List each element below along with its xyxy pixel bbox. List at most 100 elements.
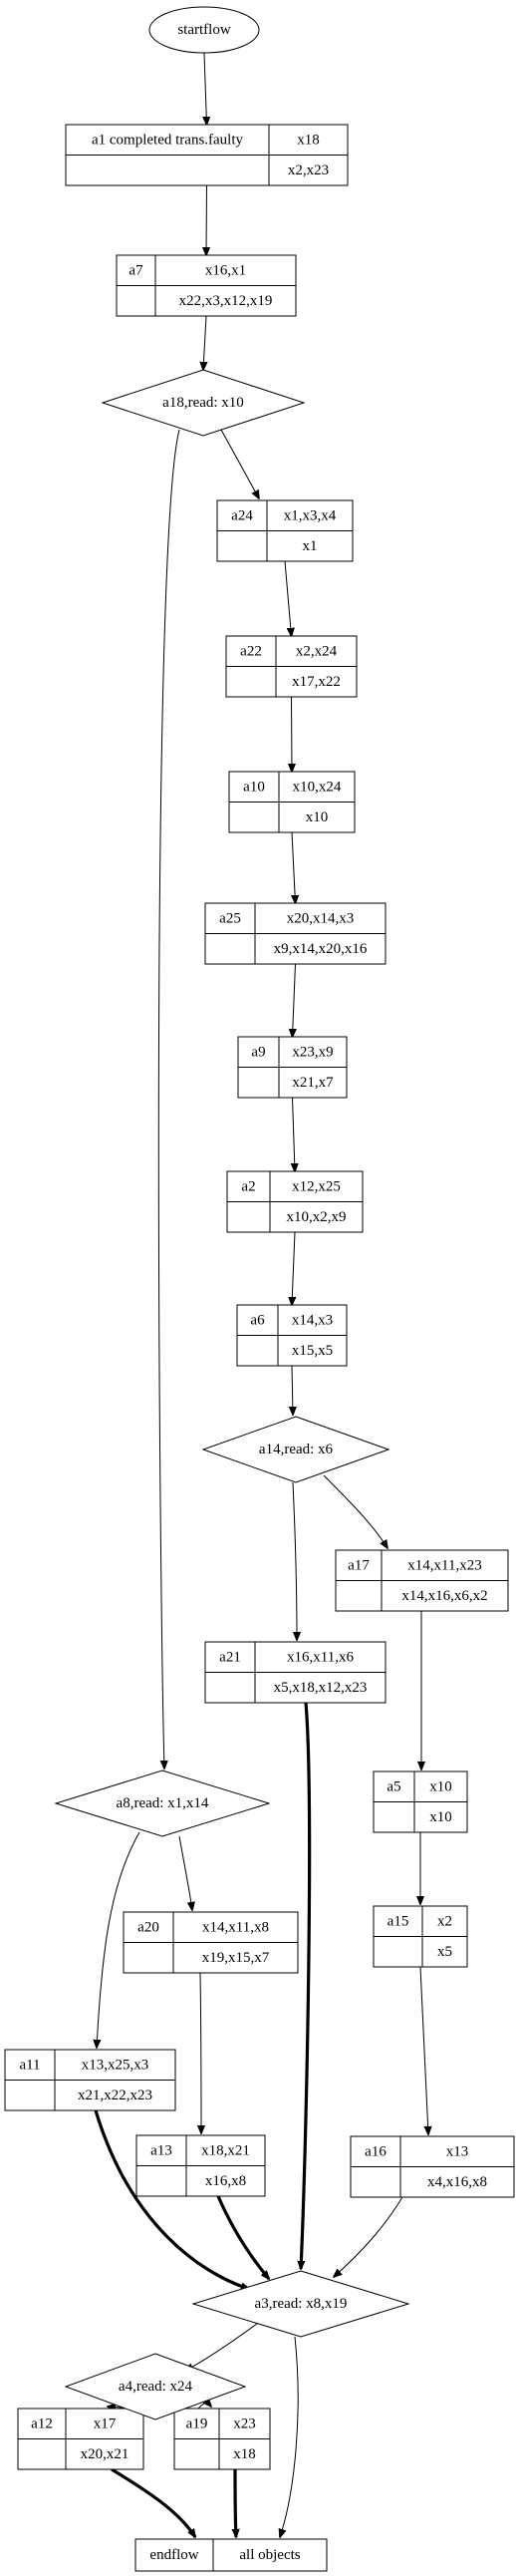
node-a7-bottom-value: x22,x3,x12,x19 <box>179 293 273 309</box>
node-a1: a1 completed trans.faulty x18 x2,x23 <box>65 124 349 186</box>
decision-a4: a4,read: x24 <box>64 2353 247 2420</box>
edge-a1-a7 <box>206 184 207 255</box>
edge-a8-a20 <box>178 1835 192 1910</box>
node-a15: a15 x2 x5 <box>373 1905 468 1968</box>
node-a2-top-value: x12,x25 <box>292 1178 341 1194</box>
edge-a21-a3 <box>301 1702 312 2269</box>
node-a22-name: a22 <box>240 643 262 659</box>
node-a11-bottom-value: x21,x22,x23 <box>78 2088 152 2103</box>
end-all-objects-label: all objects <box>239 2547 300 2563</box>
node-a12-name: a12 <box>31 2415 53 2431</box>
node-a6-top-value: x14,x3 <box>292 1312 333 1328</box>
node-a21-name: a21 <box>219 1649 241 1665</box>
node-a9-name: a9 <box>251 1044 265 1060</box>
node-a9-top-value: x23,x9 <box>292 1044 333 1060</box>
edge-a3-end <box>280 2336 299 2537</box>
decision-a14-diamond <box>201 1416 390 1483</box>
node-a6-name: a6 <box>250 1312 265 1328</box>
edge-a14-a21 <box>292 1481 297 1640</box>
node-a16-bottom-value: x4,x16,x8 <box>427 2174 487 2190</box>
decision-a4-label: a4,read: x24 <box>119 2379 193 2395</box>
edge-start-a1 <box>204 52 207 125</box>
edge-a9-a2 <box>293 1097 296 1171</box>
decision-a3: a3,read: x8,x19 <box>191 2270 410 2338</box>
node-a24-name: a24 <box>231 507 253 523</box>
decision-a3-label: a3,read: x8,x19 <box>255 2296 348 2312</box>
decision-a8-label: a8,read: x1,x14 <box>117 1795 209 1811</box>
node-a16-name: a16 <box>365 2143 387 2159</box>
node-a9: a9 x23,x9 x21,x7 <box>237 1036 348 1099</box>
edge-a14-a17 <box>323 1474 387 1548</box>
decision-a8: a8,read: x1,x14 <box>54 1770 271 1837</box>
node-a17-name: a17 <box>348 1557 370 1573</box>
decision-a8-diamond <box>54 1770 271 1837</box>
decision-a18: a18,read: x10 <box>101 369 306 437</box>
edge-a7-a18 <box>203 315 206 370</box>
node-a15-bottom-value: x5 <box>437 1944 452 1960</box>
node-a17-top-value: x14,x11,x23 <box>407 1557 481 1573</box>
node-a15-name: a15 <box>387 1913 409 1929</box>
node-a25-name: a25 <box>219 910 241 926</box>
node-a20-name: a20 <box>137 1919 159 1935</box>
node-a5-name: a5 <box>387 1778 400 1794</box>
node-a25: a25 x20,x14,x3 x9,x14,x20,x16 <box>204 902 387 965</box>
node-a19-top-value: x23 <box>233 2415 256 2431</box>
start-label: startflow <box>177 22 230 38</box>
edge-a15-a16 <box>419 1966 428 2134</box>
edge-a13-a3 <box>216 2195 269 2279</box>
end-box <box>134 2538 328 2572</box>
node-a1-top-value: x18 <box>297 132 320 148</box>
node-a2-name: a2 <box>241 1178 255 1194</box>
node-a1-name: a1 completed trans.faulty <box>92 132 244 148</box>
node-a10-top-value: x10,x24 <box>293 779 342 795</box>
node-a2-bottom-value: x10,x2,x9 <box>287 1209 347 1225</box>
node-a19-bottom-value: x18 <box>233 2446 256 2462</box>
edge-a24-a22 <box>284 560 292 636</box>
node-a13-name: a13 <box>150 2142 172 2158</box>
node-a11-name: a11 <box>19 2057 40 2073</box>
edge-a19-end <box>235 2468 236 2537</box>
node-a21-top-value: x16,x11,x6 <box>287 1649 354 1665</box>
edge-a16-a3 <box>334 2196 403 2277</box>
edge-a8-a11 <box>97 1831 140 2048</box>
node-a25-bottom-value: x9,x14,x20,x16 <box>274 941 368 957</box>
node-a19-name: a19 <box>186 2415 208 2431</box>
node-a15-top-value: x2 <box>437 1913 452 1929</box>
node-a7-name: a7 <box>129 262 143 278</box>
node-a2: a2 x12,x25 x10,x2,x9 <box>226 1170 364 1233</box>
node-a22-top-value: x2,x24 <box>296 643 338 659</box>
node-a16-top-value: x13 <box>446 2143 469 2159</box>
edge-a20-a13 <box>200 1972 201 2133</box>
node-a9-bottom-value: x21,x7 <box>292 1075 334 1091</box>
node-a20-bottom-value: x19,x15,x7 <box>202 1950 270 1966</box>
node-a24-top-value: x1,x3,x4 <box>284 507 337 523</box>
node-a25-top-value: x20,x14,x3 <box>287 910 355 926</box>
node-layer: startflow a1 completed trans.faulty x18 x2,… <box>4 6 515 2572</box>
decision-a18-label: a18,read: x10 <box>162 395 244 411</box>
node-a1-bottom-value: x2,x23 <box>288 162 329 178</box>
edge-a12-end <box>111 2467 197 2537</box>
node-a13-bottom-value: x16,x8 <box>205 2173 246 2189</box>
edge-a3-a4 <box>185 2320 262 2371</box>
node-a10-bottom-value: x10 <box>306 809 329 825</box>
edge-a18-a24 <box>220 429 259 498</box>
node-a13-top-value: x18,x21 <box>201 2142 250 2158</box>
edge-a2-a6 <box>292 1231 295 1305</box>
node-a19: a19 x23 x18 <box>173 2408 271 2470</box>
edge-a22-a10 <box>292 696 293 772</box>
edge-a11-a3 <box>94 2109 249 2291</box>
node-a12-bottom-value: x20,x21 <box>81 2446 129 2462</box>
decision-a14-label: a14,read: x6 <box>259 1442 334 1457</box>
node-a22: a22 x2,x24 x17,x22 <box>225 635 358 698</box>
node-a22-bottom-value: x17,x22 <box>292 674 341 690</box>
